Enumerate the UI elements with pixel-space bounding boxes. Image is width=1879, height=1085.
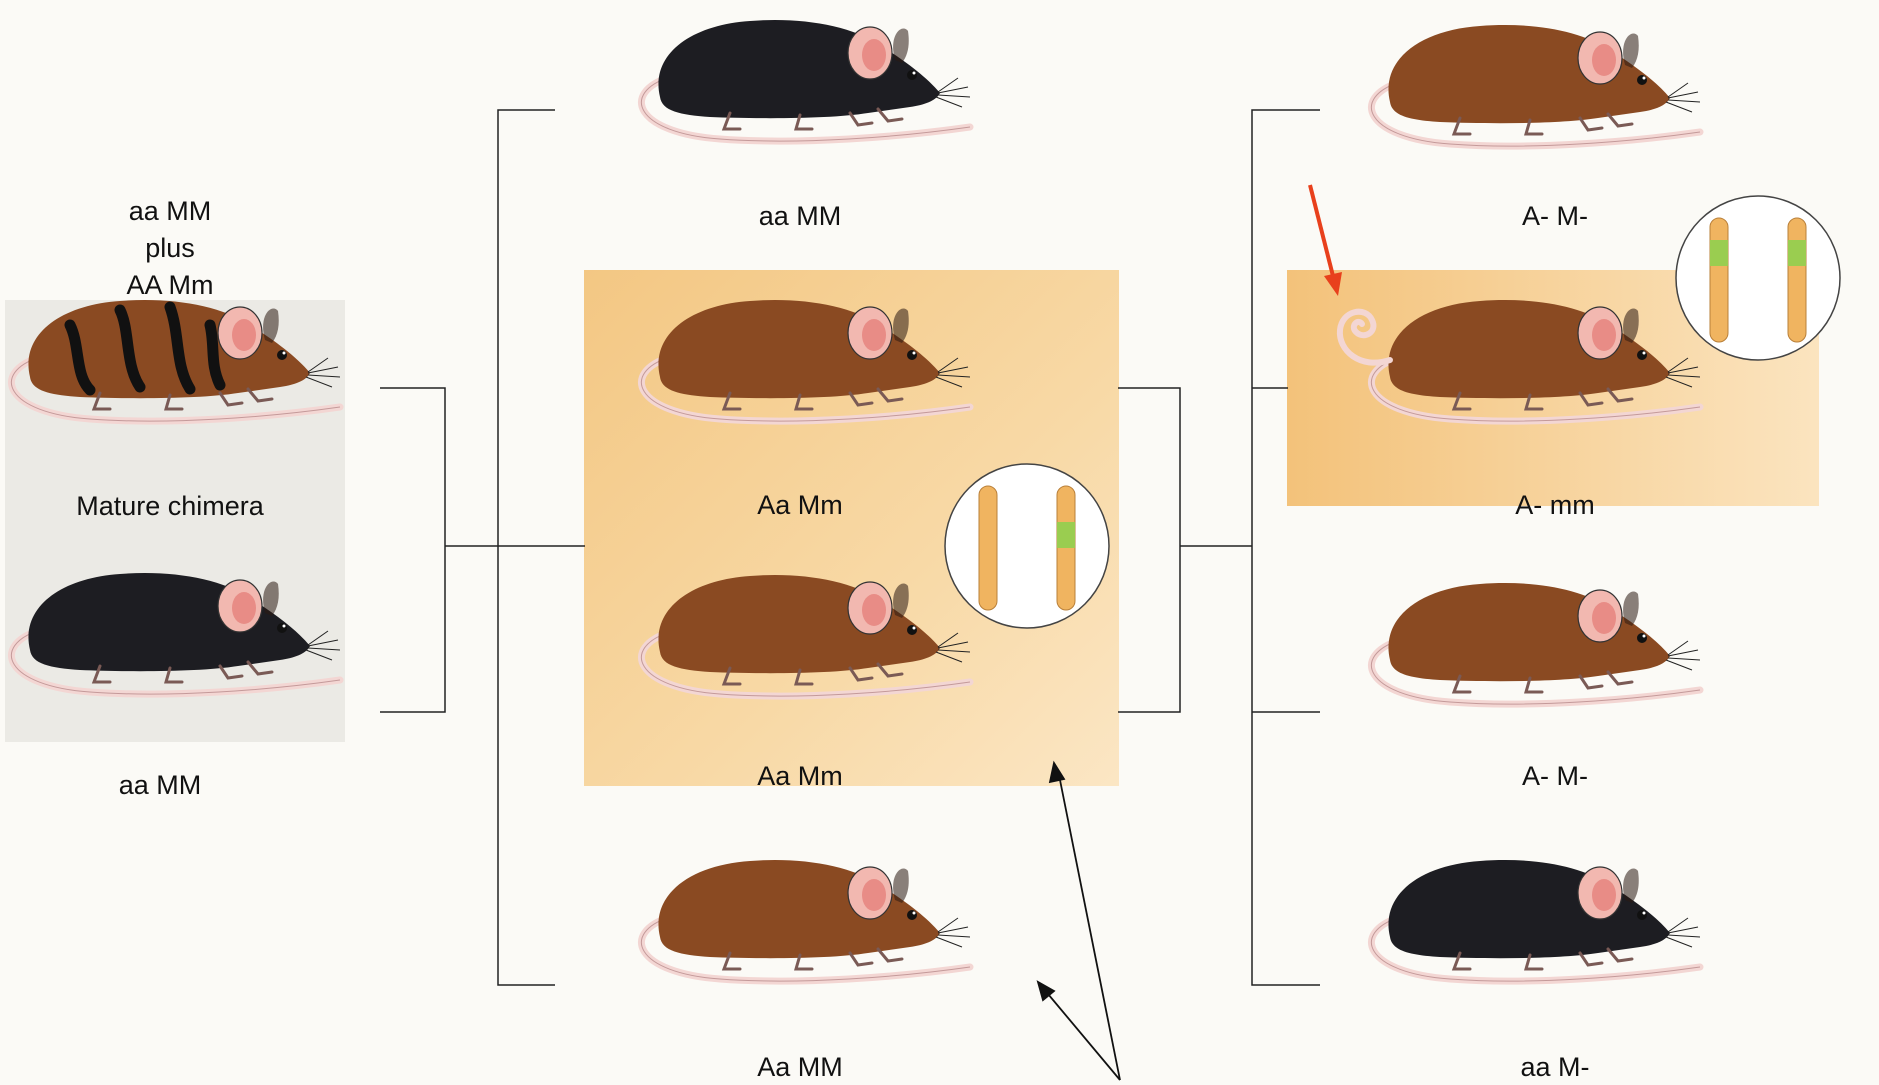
black-parent-label: aa MM [100,772,220,799]
f1-middle2-label: Aa Mm [740,763,860,790]
f2-top-label: A- M- [1495,203,1615,230]
f1-bottom-label: Aa MM [740,1054,860,1081]
f2-bottom-label: aa M- [1495,1054,1615,1081]
chimera-genotype-line2: plus [110,235,230,262]
f2-middle-mouse [1371,583,1700,704]
chimera-genotype-line3: AA Mm [110,272,230,299]
f2-top-mouse [1371,25,1700,146]
f1-chromosome-inset [945,464,1109,628]
f1-top-mouse [641,20,970,141]
f2-chromosome-inset [1676,196,1840,360]
f2-bottom-mouse [1371,860,1700,981]
chimera-label: Mature chimera [40,493,300,520]
chimera-genotype-line1: aa MM [110,198,230,225]
f1-bottom-mouse [641,860,970,981]
f1-top-label: aa MM [740,203,860,230]
f2-highlight-label: A- mm [1495,492,1615,519]
f2-middle-label: A- M- [1495,763,1615,790]
f1-middle1-label: Aa Mm [740,492,860,519]
pointer-arrows [1038,763,1120,1080]
